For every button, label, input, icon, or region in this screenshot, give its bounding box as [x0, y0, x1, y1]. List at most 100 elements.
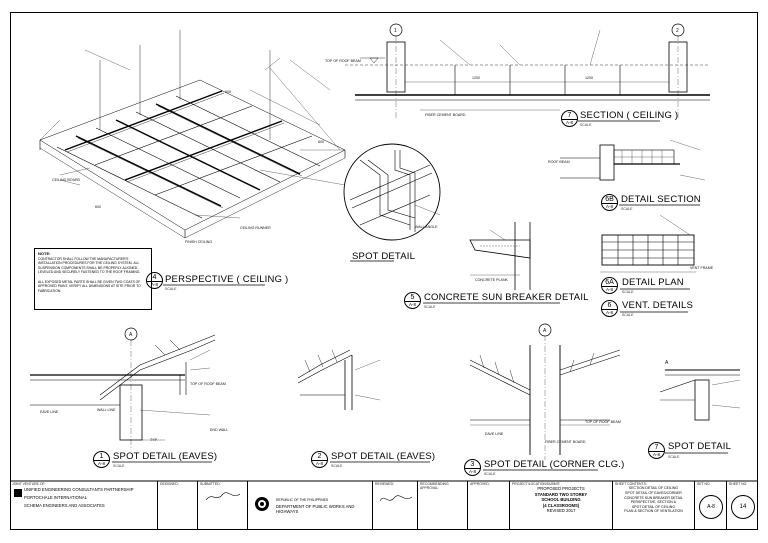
callout-top-roof-beam-2: TOP OF ROOF BEAM [190, 382, 226, 386]
callout-top-roof-beam-3: TOP OF ROOF BEAM [585, 420, 621, 424]
perspective-ceiling-title: PERSPECTIVE ( CEILING ) [165, 274, 289, 285]
sun-breaker-title: CONCRETE SUN BREAKER DETAIL [424, 292, 589, 303]
vent-details-title: VENT. DETAILS [622, 300, 694, 311]
dpwh-seal-icon [255, 497, 269, 511]
spot-eaves-1-title: SPOT DETAIL (EAVES) [113, 451, 218, 462]
perspective-scale: SCALE [165, 287, 177, 291]
general-note: NOTE: CONTRACTOR SHALL FOLLOW THE MANUFA… [34, 248, 152, 310]
eaves-detail-1-drawing [30, 334, 216, 450]
dimension-600b: 600 [318, 140, 324, 144]
spot-detail-circle [259, 143, 441, 241]
title-block-reviewed: REVIEWED: [373, 481, 418, 530]
signature-icon [205, 492, 241, 501]
grid-bubble-a1: A [129, 332, 133, 338]
note-paragraph-1: CONTRACTOR SHALL FOLLOW THE MANUFACTURER… [38, 256, 141, 275]
callout-ceiling-runner: CEILING RUNNER [240, 226, 271, 230]
vent-details-scale: SCALE [622, 313, 634, 317]
callout-eave-line: EAVE LINE [40, 410, 59, 414]
spot-corner-scale: SCALE [484, 472, 496, 476]
eaves-detail-2-drawing [297, 349, 381, 410]
detail-section-scale: SCALE [621, 207, 633, 211]
sun-breaker-scale: SCALE [424, 305, 436, 309]
corner-detail-drawing [469, 335, 621, 460]
title-block-sheet-contents: SHEET CONTENTS: SECTION DETAIL OF CEILIN… [613, 481, 695, 530]
project-line-3: SCHOOL BUILDING [541, 497, 581, 503]
firm-1: UNIFIED ENGINEERING CONSULTANTS PARTNERS… [24, 487, 134, 493]
title-block-firms: JOINT VENTURE OF: UNIFIED ENGINEERING CO… [10, 481, 158, 530]
title-block-set-no: SET NO. A-8 [695, 481, 727, 530]
grid-bubble-a2: A [543, 328, 547, 334]
dimension-1200b: 1200 [585, 76, 593, 80]
spot-eaves-2-title: SPOT DETAIL (EAVES) [331, 451, 436, 462]
spot-detail-7-title: SPOT DETAIL [668, 441, 732, 452]
project-line-2: STANDARD TWO STOREY [534, 491, 588, 497]
note-paragraph-2: ALL EXPOSED METAL PARTS SHALL BE GIVEN T… [38, 279, 141, 293]
reviewer-signature-icon [379, 495, 413, 502]
detail-plan-scale: SCALE [622, 290, 634, 294]
section-ceiling-title: SECTION ( CEILING ) [580, 110, 679, 121]
set-sheet-code: A-8 [699, 495, 723, 519]
grid-bubble-2: 2 [676, 28, 679, 34]
project-line-5: REVISED 2017 [546, 508, 576, 514]
title-block-sheet-no: SHEET NO. 14 [727, 481, 758, 530]
detail-plan-title: DETAIL PLAN [622, 277, 684, 288]
callout-top-roof-beam: TOP OF ROOF BEAM [325, 59, 361, 63]
callout-eave-line-2: EAVE LINE [485, 432, 504, 436]
title-block-approved: APPROVED: [468, 481, 510, 530]
title-block: JOINT VENTURE OF: UNIFIED ENGINEERING CO… [10, 481, 758, 530]
spot-detail-7-scale: SCALE [668, 455, 680, 459]
spot-detail-circle-title: SPOT DETAIL [352, 251, 416, 262]
spot-eaves-1-scale: SCALE [113, 464, 125, 468]
project-line-4: (4 CLASSROOMS) [542, 502, 580, 508]
firm-2: PORTOCHALE INTERNATIONAL [24, 495, 88, 501]
spot-eaves-2-scale: SCALE [331, 464, 343, 468]
detail-section-title: DETAIL SECTION [621, 194, 701, 205]
grid-bubble-1: 1 [394, 28, 397, 34]
callout-fiber-cement-board: FIBER CEMENT BOARD [425, 113, 466, 117]
sun-breaker-drawing [469, 222, 531, 290]
callout-roof-beam: ROOF BEAM [548, 160, 570, 164]
callout-end-wall: END WALL [210, 428, 229, 432]
callout-ceiling-board: CEILING BOARD [52, 178, 81, 182]
drawing-sheet-border [10, 12, 758, 530]
ceiling-grid-perspective [39, 30, 346, 239]
title-block-submitted: SUBMITTED: [198, 481, 248, 530]
callout-finish-ceiling: FINISH CEILING [185, 240, 213, 244]
grid-bubble-a3: A [665, 360, 669, 366]
title-block-project: PROJECT/LOCATION/SUBMIT: PROPOSED PROJEC… [510, 481, 613, 530]
title-block-designed: DESIGNED: [158, 481, 198, 530]
firm-3: SCHEMA ENGINEERS AND ASSOCIATES [24, 503, 105, 509]
spot-corner-title: SPOT DETAIL (CORNER CLG.) [484, 459, 625, 470]
callout-wall-line: WALL LINE [97, 408, 116, 412]
callout-vent-frame: VENT FRAME [690, 266, 714, 270]
callout-wall-angle: WALL ANGLE [415, 225, 438, 229]
joint-venture-label: JOINT VENTURE OF: [12, 482, 46, 486]
section-ceiling-scale: SCALE [580, 123, 592, 127]
title-block-agency: REPUBLIC OF THE PHILIPPINES DEPARTMENT O… [248, 481, 373, 530]
detail-section-drawing [560, 139, 706, 181]
dimension-600: 600 [225, 90, 231, 94]
dimension-600c: 600 [95, 205, 101, 209]
firm-logo-icon [14, 489, 22, 498]
agency-name: DEPARTMENT OF PUBLIC WORKS AND HIGHWAYS [276, 504, 355, 515]
note-heading: NOTE: [38, 251, 51, 256]
sheet-number: 14 [731, 495, 755, 519]
dimension-1200: 1200 [472, 76, 480, 80]
callout-typ: TYP. [150, 438, 158, 442]
vent-plan-drawing [600, 214, 696, 273]
section-ceiling-drawing [345, 29, 710, 120]
project-line-1: PROPOSED PROJECTS [537, 486, 585, 492]
callout-concrete-plank: CONCRETE PLANK [475, 278, 508, 282]
spot-detail-right-drawing [659, 369, 741, 421]
agency-republic: REPUBLIC OF THE PHILIPPINES [276, 498, 329, 502]
